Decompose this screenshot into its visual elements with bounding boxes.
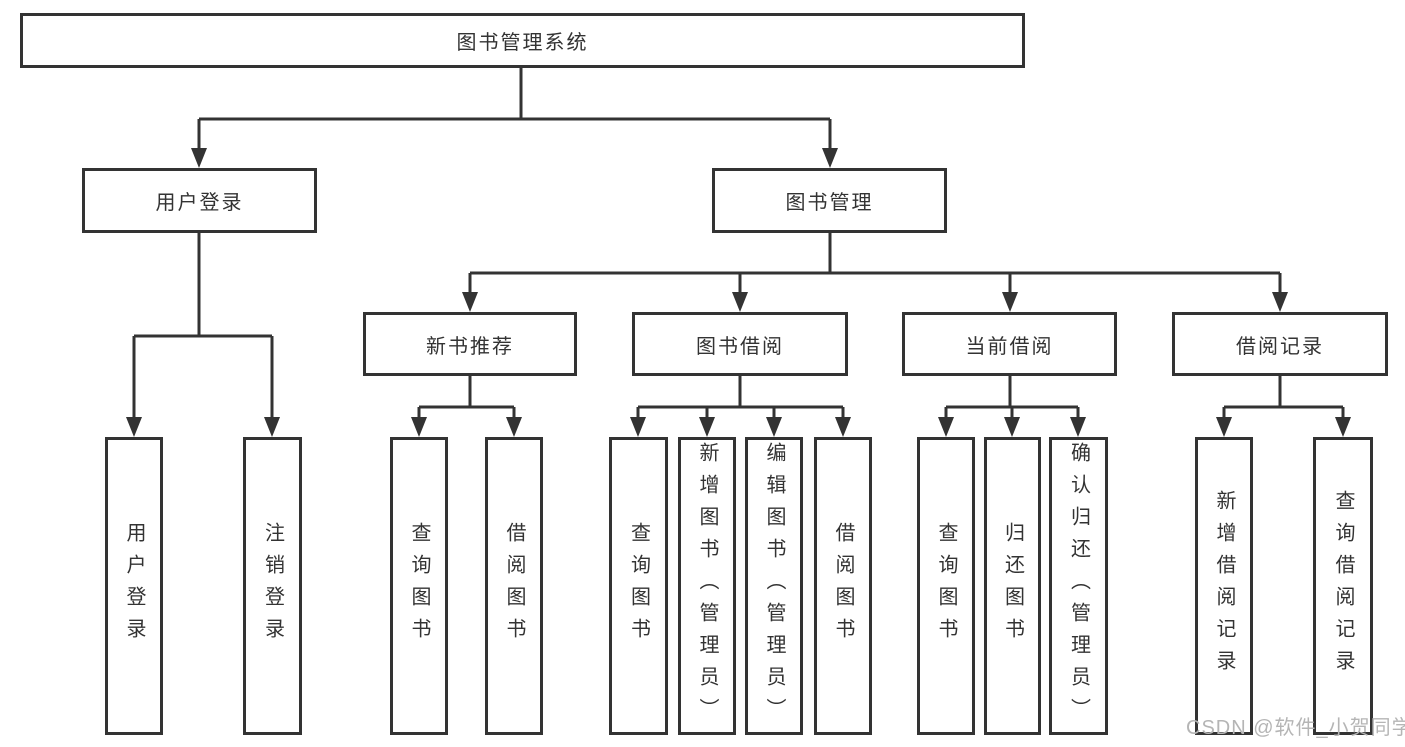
node-book-management: 图书管理: [712, 168, 947, 233]
leaf-user-login: 用户登录: [105, 437, 163, 735]
leaf-query-books-recommend: 查询图书: [390, 437, 448, 735]
leaf-borrow-books-borrowing: 借阅图书: [814, 437, 872, 735]
node-user-login: 用户登录: [82, 168, 317, 233]
leaf-query-books-current: 查询图书: [917, 437, 975, 735]
leaf-return-books: 归还图书: [984, 437, 1041, 735]
csdn-watermark: CSDN @软件_小贺同学: [1186, 717, 1405, 739]
leaf-logout: 注销登录: [243, 437, 302, 735]
node-current-borrowing: 当前借阅: [902, 312, 1117, 376]
leaf-edit-books-admin: 编辑图书（管理员）: [745, 437, 803, 735]
leaf-query-borrow-record: 查询借阅记录: [1313, 437, 1373, 735]
node-new-book-recommend: 新书推荐: [363, 312, 577, 376]
node-book-borrowing: 图书借阅: [632, 312, 848, 376]
leaf-borrow-books-recommend: 借阅图书: [485, 437, 543, 735]
node-borrowing-records: 借阅记录: [1172, 312, 1388, 376]
arrowheads: [126, 148, 1351, 437]
leaf-add-books-admin: 新增图书（管理员）: [678, 437, 736, 735]
leaf-add-borrow-record: 新增借阅记录: [1195, 437, 1253, 735]
node-library-system: 图书管理系统: [20, 13, 1025, 68]
leaf-query-books-borrowing: 查询图书: [609, 437, 668, 735]
leaf-confirm-return-admin: 确认归还（管理员）: [1049, 437, 1108, 735]
